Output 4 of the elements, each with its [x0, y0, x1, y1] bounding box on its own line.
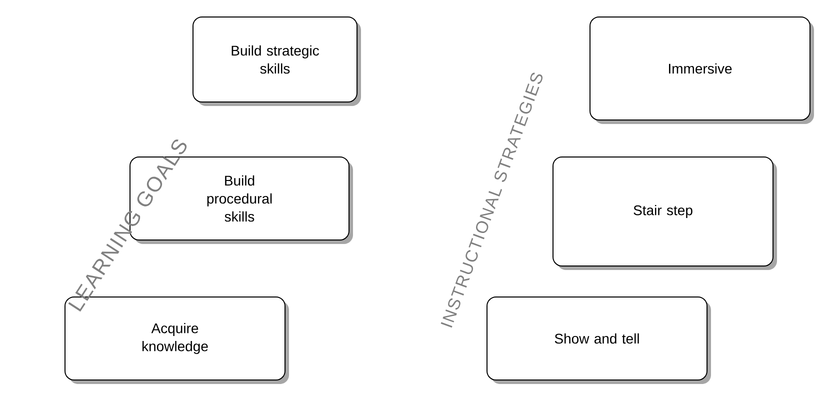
rounded-box: Immersive — [590, 16, 814, 124]
rounded-box: Stair step — [552, 156, 777, 270]
rounded-box: Build strategic skills — [192, 16, 361, 106]
rounded-box: Show and tell — [486, 296, 711, 384]
